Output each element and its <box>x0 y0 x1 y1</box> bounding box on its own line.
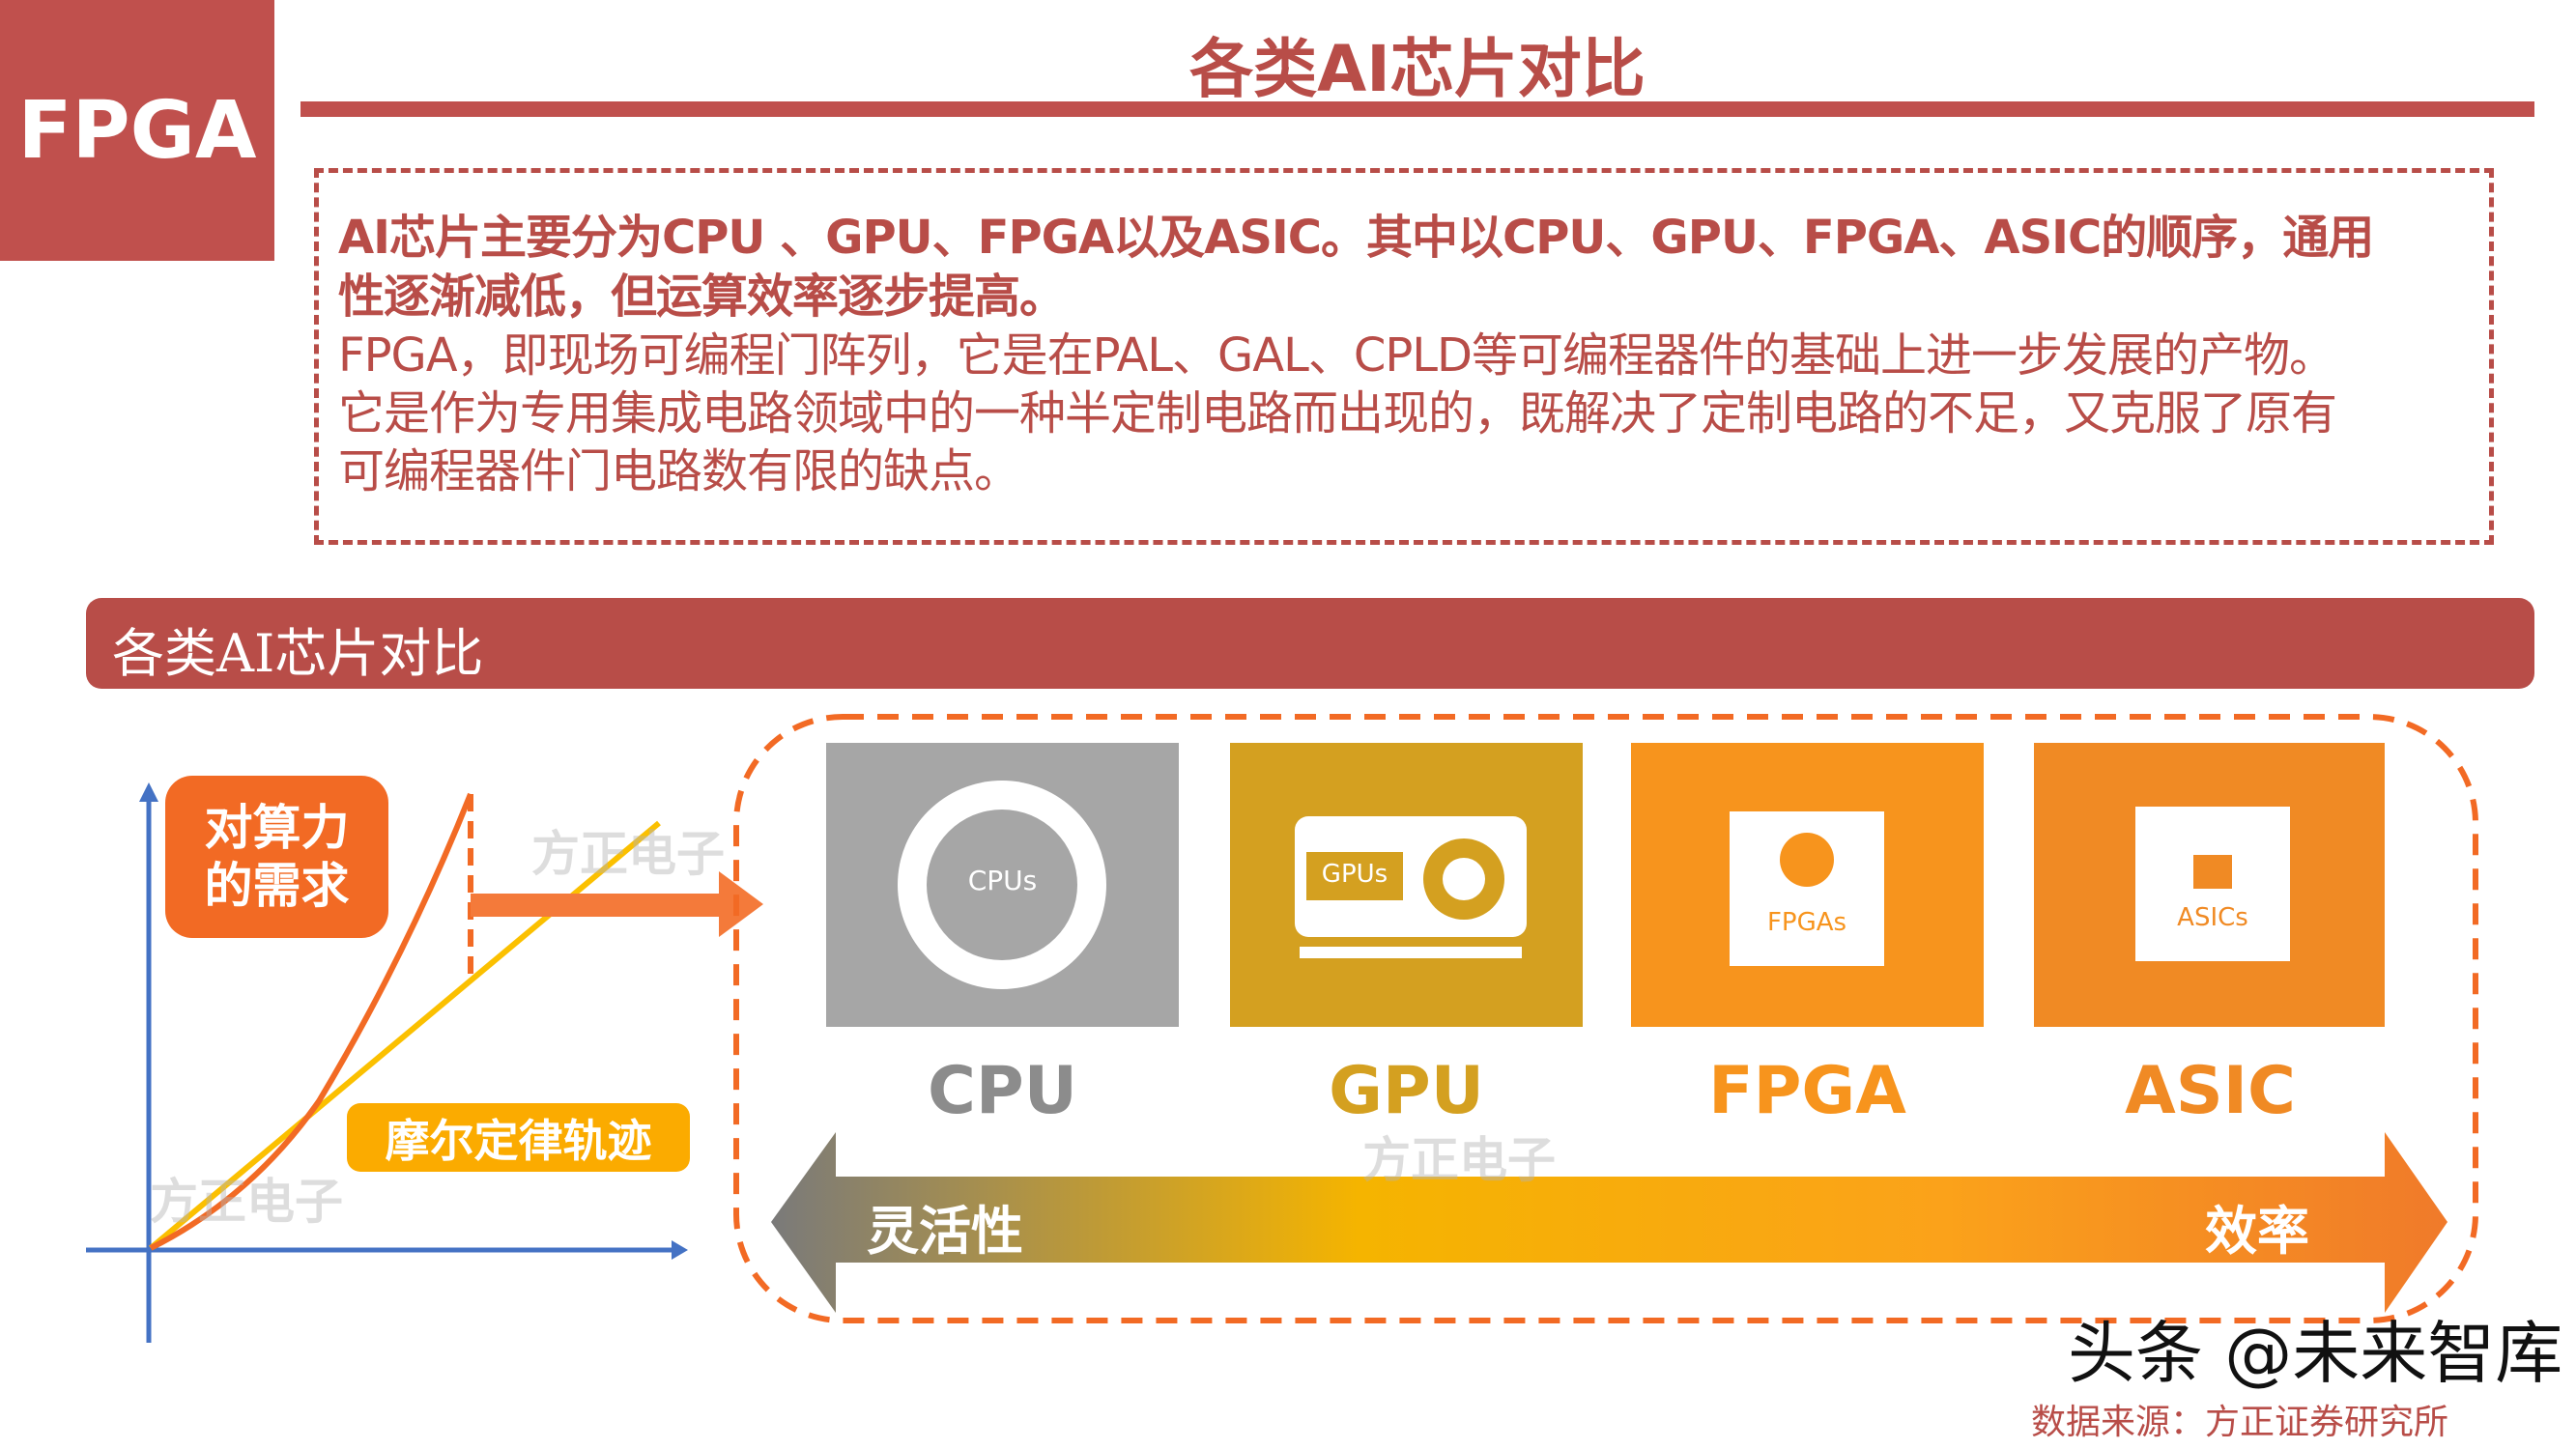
description-line: 可编程器件门电路数有限的缺点。 <box>338 444 1020 498</box>
demand-curve <box>149 792 473 1251</box>
title-divider <box>301 101 2534 117</box>
description-bold-line: AI芯片主要分为CPU 、GPU、FPGA以及ASIC。其中以CPU、GPU、F… <box>338 211 2374 265</box>
cpu-label: CPU <box>928 1053 1077 1129</box>
description-line: FPGA，即现场可编程门阵列，它是在PAL、GAL、CPLD等可编程器件的基础上… <box>338 328 2335 383</box>
asic-lock-chip-icon <box>2135 807 2290 961</box>
watermark: 方正电子 <box>1362 1132 1556 1188</box>
fpga-label: FPGA <box>1708 1053 1906 1129</box>
chip-comparison-frame <box>733 714 2478 1323</box>
gpu-icon-text: GPUs <box>1321 860 1388 889</box>
flexibility-efficiency-arrow <box>771 1132 2447 1313</box>
gpu-label: GPU <box>1329 1053 1484 1129</box>
fpga-icon-text: FPGAs <box>1766 908 1847 937</box>
page-title: 各类AI芯片对比 <box>1189 32 1646 106</box>
moore-law-label: 摩尔定律轨迹 <box>347 1103 690 1172</box>
description-bold-line: 性逐渐减低，但运算效率逐步提高。 <box>338 270 1066 324</box>
asic-label: ASIC <box>2125 1053 2296 1129</box>
compute-demand-line-1: 对算力 <box>204 800 350 856</box>
asic-icon-text: ASICs <box>2177 903 2248 932</box>
watermark: 方正电子 <box>150 1174 343 1230</box>
cpu-icon-text: CPUs <box>967 865 1038 896</box>
data-source: 数据来源：方正证券研究所 <box>2031 1403 2449 1442</box>
demand-arrow-head <box>719 871 763 937</box>
demand-arrow-body <box>471 894 722 917</box>
section-tag: FPGA <box>0 0 274 261</box>
compute-demand-label: 对算力 的需求 <box>165 776 388 938</box>
description-line: 它是作为专用集成电路领域中的一种半定制电路而出现的，既解决了定制电路的不足，又克… <box>338 386 2337 440</box>
section-banner-title: 各类AI芯片对比 <box>112 623 484 684</box>
section-banner <box>86 598 2534 689</box>
gpu-card-icon <box>1295 816 1527 958</box>
fpga-chip-icon <box>1730 811 1884 966</box>
compute-demand-line-2: 的需求 <box>204 858 350 914</box>
flexibility-label: 灵活性 <box>867 1201 1023 1262</box>
x-axis-arrow <box>672 1240 688 1260</box>
y-axis-arrow <box>139 782 158 802</box>
watermark: 方正电子 <box>531 826 725 882</box>
toutiao-watermark: 头条 @未来智库 <box>2068 1314 2563 1393</box>
cpu-chip-icon <box>898 781 1106 989</box>
description-box <box>314 168 2494 545</box>
efficiency-label: 效率 <box>2205 1201 2309 1262</box>
